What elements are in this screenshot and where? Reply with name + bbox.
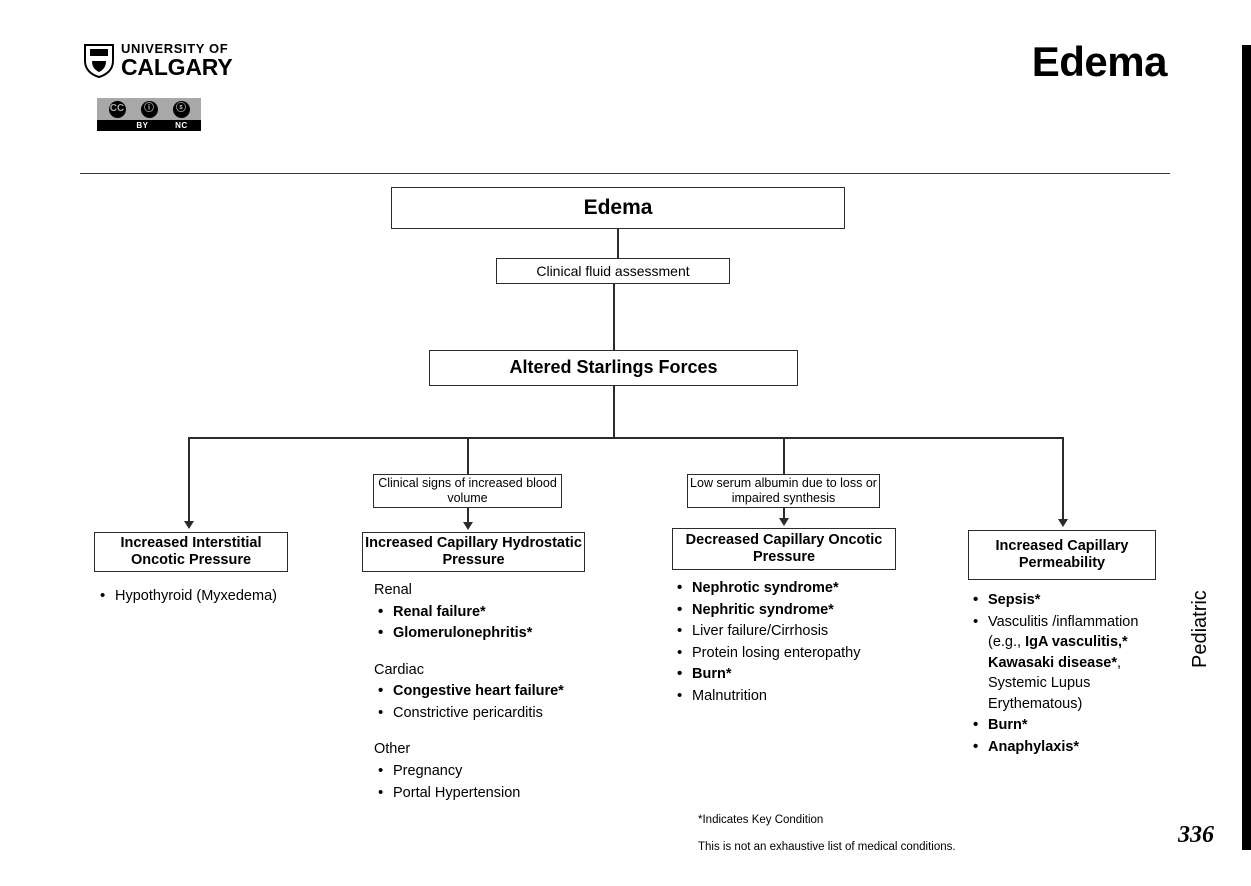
list-item: Constrictive pericarditis [374,702,574,724]
list-item: Protein losing enteropathy [673,642,923,664]
list-item: Liver failure/Cirrhosis [673,620,923,642]
cc-label-strip: BY NC [97,120,201,131]
cc-icon-row: CC ⓘ ⓢ [97,98,201,120]
flow-box-altered-starlings-forces: Altered Starlings Forces [429,350,798,386]
list-item: Nephritic syndrome* [673,599,923,621]
condition-column-2: Renal Renal failure* Glomerulonephritis*… [374,580,574,804]
connector-branch-bus [188,437,1064,439]
group-spacer [374,724,574,739]
page-title: Edema [1031,38,1168,85]
condition-column-3: Nephrotic syndrome* Nephritic syndrome* … [673,577,923,707]
connector-bloodvolume-to-cat2 [467,508,469,524]
flow-box-increased-capillary-permeability: Increased Capillary Permeability [968,530,1156,580]
cc-by-icon: ⓘ [140,100,158,118]
flow-box-blood-volume: Clinical signs of increased blood volume [373,474,562,508]
list-item: Pregnancy [374,760,574,782]
condition-list-other: Pregnancy Portal Hypertension [374,760,574,804]
vasculitis-part-3: , Systemic Lupus Erythematous) [988,654,1122,712]
condition-column-4: Sepsis* Vasculitis /inflammation (e.g., … [969,589,1169,759]
flow-box-increased-capillary-hydrostatic-pressure: Increased Capillary Hydrostatic Pressure [362,532,585,572]
university-line1: UNIVERSITY OF [121,41,229,56]
connector-edema-to-assessment [617,229,619,258]
condition-list-4: Sepsis* Vasculitis /inflammation (e.g., … [969,589,1169,758]
condition-list-3: Nephrotic syndrome* Nephritic syndrome* … [673,577,923,707]
creative-commons-badge: CC ⓘ ⓢ BY NC [97,98,201,131]
university-wordmark: UNIVERSITY OF CALGARY [121,41,233,80]
cc-nc-icon: ⓢ [172,100,190,118]
connector-assessment-to-starlings [613,284,615,350]
vasculitis-part-2: IgA vasculitis,* Kawasaki disease* [988,634,1128,671]
subheading-cardiac: Cardiac [374,661,424,678]
condition-list-1: Hypothyroid (Myxedema) [96,585,356,607]
section-label-pediatric: Pediatric [1189,590,1211,668]
connector-branch-4 [1062,437,1064,520]
list-item: Burn* [673,663,923,685]
list-item: Burn* [969,714,1169,736]
list-item: Sepsis* [969,589,1169,611]
connector-albumin-to-cat3 [783,508,785,520]
flow-box-edema: Edema [391,187,845,229]
shield-icon [84,43,114,78]
subheading-renal: Renal [374,582,412,598]
university-line2: CALGARY [121,54,233,80]
condition-list-cardiac: Congestive heart failure* Constrictive p… [374,680,574,724]
list-item-vasculitis: Vasculitis /inflammation (e.g., IgA vasc… [969,611,1169,715]
connector-branch-3 [783,437,785,474]
arrowhead-branch-3 [779,518,789,526]
footnote-exhaustive: This is not an exhaustive list of medica… [698,841,956,853]
flow-box-low-serum-albumin: Low serum albumin due to loss or impaire… [687,474,880,508]
arrowhead-branch-2 [463,522,473,530]
vasculitis-part-1: Vasculitis /inflammation (e.g., [988,613,1139,651]
list-item: Anaphylaxis* [969,736,1169,758]
header-divider [80,173,1170,174]
list-item: Malnutrition [673,685,923,707]
cc-by-label: BY [136,121,149,130]
subheading-other: Other [374,741,411,758]
list-item: Congestive heart failure* [374,680,574,702]
list-item: Portal Hypertension [374,782,574,804]
flow-box-increased-interstitial-oncotic-pressure: Increased Interstitial Oncotic Pressure [94,532,288,572]
connector-starlings-to-bus [613,386,615,438]
cc-logo-icon: CC [108,100,126,118]
group-spacer [374,645,574,660]
flow-box-clinical-fluid-assessment: Clinical fluid assessment [496,258,730,284]
arrowhead-branch-4 [1058,519,1068,527]
list-item: Renal failure* [374,601,574,623]
list-item: Hypothyroid (Myxedema) [96,585,356,607]
cc-nc-label: NC [175,121,188,130]
footnote-key-condition: *Indicates Key Condition [698,814,824,826]
university-logo: UNIVERSITY OF CALGARY [84,41,233,80]
list-item: Nephrotic syndrome* [673,577,923,599]
list-item: Glomerulonephritis* [374,622,574,644]
connector-branch-2 [467,437,469,474]
condition-column-1: Hypothyroid (Myxedema) [96,585,356,608]
arrowhead-branch-1 [184,521,194,529]
right-edge-bar [1242,45,1251,850]
condition-list-renal: Renal failure* Glomerulonephritis* [374,601,574,644]
connector-branch-1 [188,437,190,522]
flow-box-decreased-capillary-oncotic-pressure: Decreased Capillary Oncotic Pressure [672,528,896,570]
page-number: 336 [1178,822,1214,848]
